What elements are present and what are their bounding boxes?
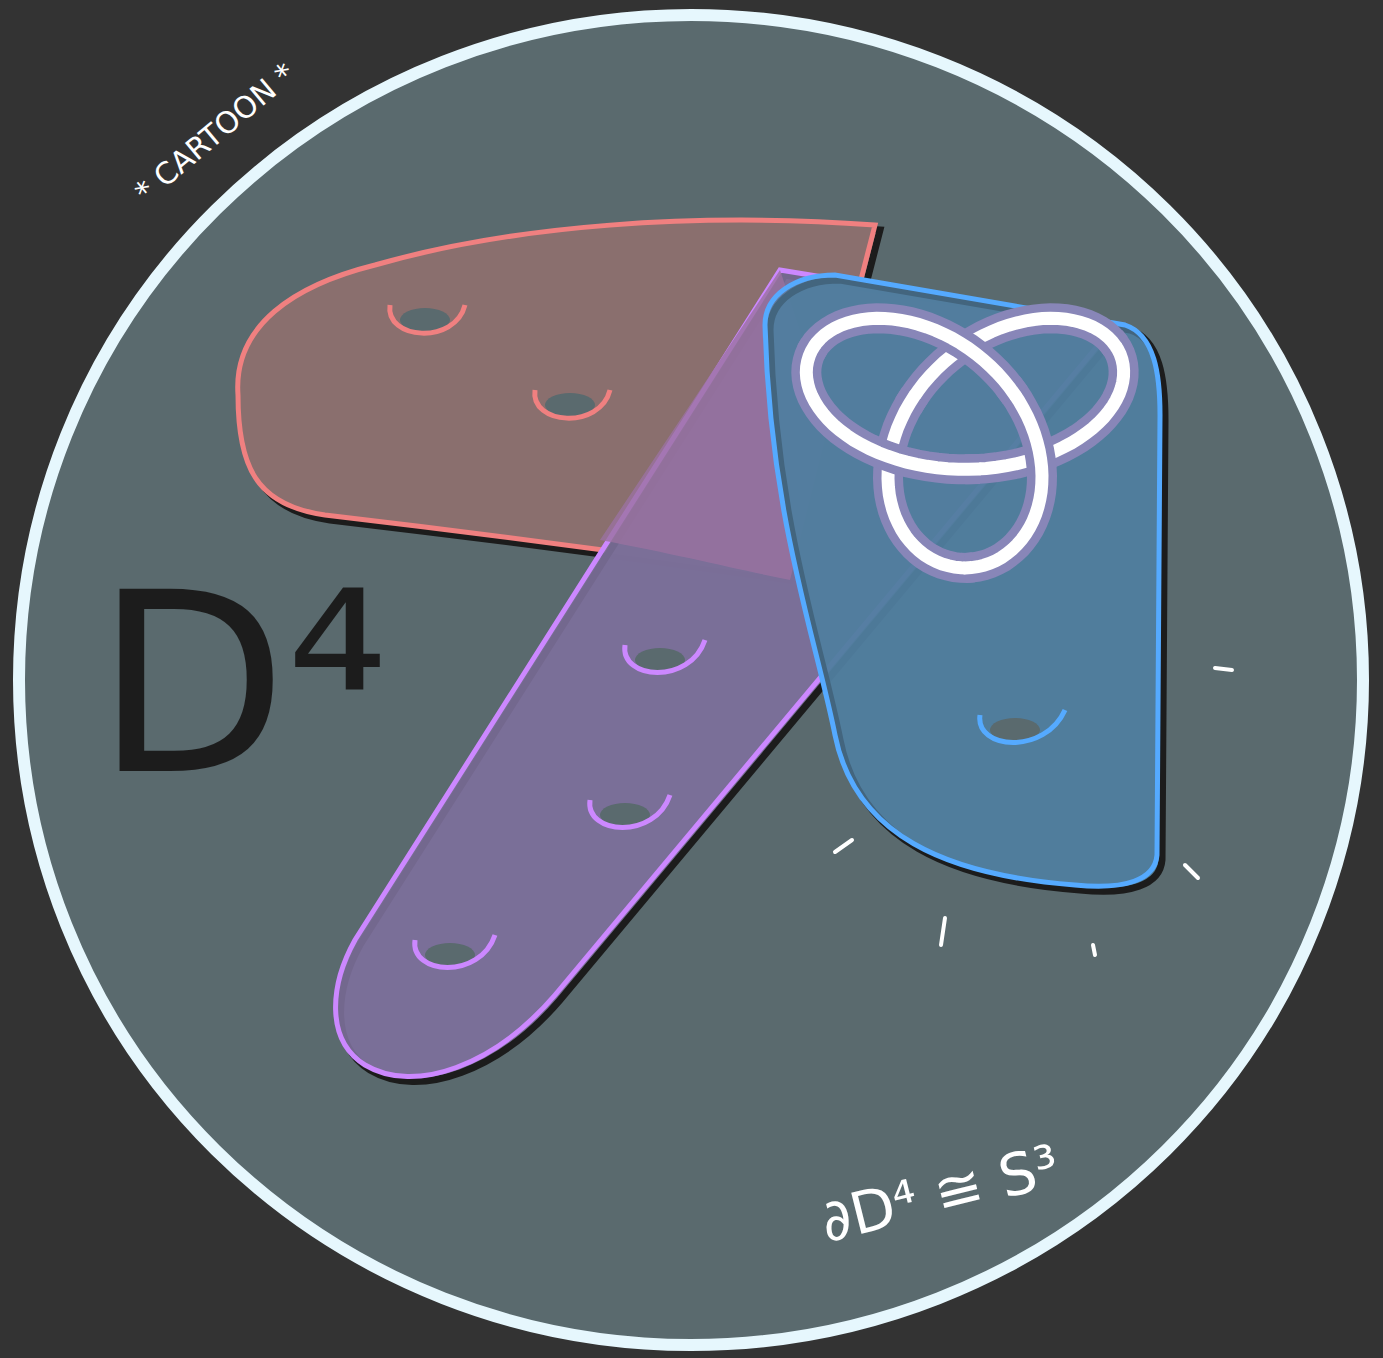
knot-strand — [806, 346, 979, 469]
holes — [390, 305, 1065, 968]
blue-surface — [765, 275, 1160, 886]
knot-gap — [806, 346, 979, 469]
knot-gap — [811, 318, 1016, 395]
space-label: D⁴ — [95, 560, 388, 810]
trefoil-knot — [806, 318, 1123, 568]
knot-strand — [811, 318, 1016, 395]
disc — [19, 15, 1363, 1345]
sparkles — [835, 668, 1232, 955]
